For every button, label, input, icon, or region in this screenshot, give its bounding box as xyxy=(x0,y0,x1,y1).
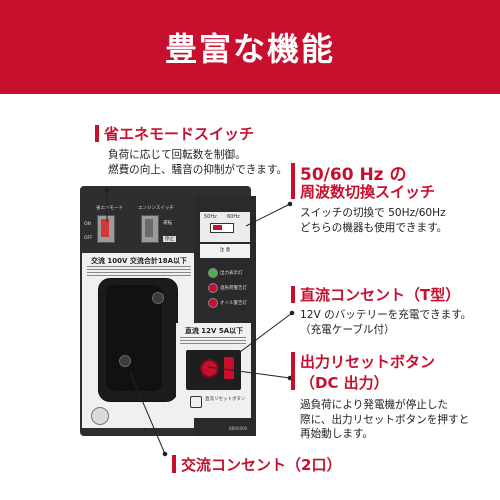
caution-plate: 注 意 xyxy=(200,244,250,258)
ac-title-bar xyxy=(172,455,176,473)
output-lamp xyxy=(208,268,218,278)
on-label: ON xyxy=(84,222,91,227)
reset-button-title-2: （DC 出力） xyxy=(300,374,389,392)
leader-ac-dot xyxy=(162,451,168,457)
reset-title-bar xyxy=(291,352,295,390)
dc-t-outlet[interactable] xyxy=(224,357,234,379)
title-banner: 豊富な機能 xyxy=(0,0,500,94)
reset-desc-line-1: 過負荷により発電機が停止した xyxy=(300,399,449,411)
freq-desc-line-1: スイッチの切換で 50Hz/60Hz xyxy=(300,207,446,219)
engine-switch[interactable] xyxy=(141,215,159,243)
leader-dc-dot xyxy=(289,310,295,316)
cover-latch-top xyxy=(152,292,164,304)
eco-switch-desc: 負荷に応じて回転数を制御。 燃費の向上、騒音の抑制ができます。 xyxy=(108,148,287,177)
reset-button-title-1: 出力リセットボタン xyxy=(300,353,436,371)
page-title: 豊富な機能 xyxy=(164,30,335,68)
eco-mode-label: 省エネモード xyxy=(96,206,123,211)
freq-switch-desc: スイッチの切換で 50Hz/60Hz どちらの機器も使用できます。 xyxy=(300,206,447,235)
ac-outlet-title: 交流コンセント（2口） xyxy=(181,456,342,474)
stop-label: 停止 xyxy=(163,236,176,242)
dc-title-bar xyxy=(291,286,295,303)
serial-number: BB00000 xyxy=(229,426,248,431)
hz50-label: 50Hz xyxy=(204,214,217,220)
ac-outlet-plate-title: 交流 100V 交流合計18A以下 xyxy=(90,257,188,265)
reset-desc-line-2: 際に、出力リセットボタンを押すと xyxy=(300,413,470,426)
ac-outlet-plate-note xyxy=(87,266,191,276)
dc-desc-line-2: （充電ケーブル付） xyxy=(300,323,395,336)
run-label: 運転 xyxy=(163,221,172,226)
oil-lamp-label: オイル警告灯 xyxy=(220,301,247,306)
dc-outlet-desc: 12V のバッテリーを充電できます。 （充電ケーブル付） xyxy=(300,308,471,337)
eco-switch-title: 省エネモードスイッチ xyxy=(104,125,255,143)
leader-freq-dot xyxy=(287,201,293,207)
dc-outlet-title: 直流コンセント（T型） xyxy=(300,286,461,304)
overload-lamp-label: 過負荷警告灯 xyxy=(220,286,247,291)
frequency-plate: 50Hz 60Hz xyxy=(200,212,250,242)
oil-lamp xyxy=(208,298,218,308)
overload-lamp xyxy=(208,283,218,293)
eco-mode-switch[interactable] xyxy=(97,215,115,243)
dc-outlet-plate-note xyxy=(180,337,246,345)
eco-desc-line-2: 燃費の向上、騒音の抑制ができます。 xyxy=(108,163,288,176)
reset-desc-line-3: 再始動します。 xyxy=(300,428,374,440)
reset-button-desc: 過負荷により発電機が停止した 際に、出力リセットボタンを押すと 再始動します。 xyxy=(300,398,469,442)
freq-title-bar xyxy=(291,163,295,199)
off-label: OFF xyxy=(84,236,93,241)
hz60-label: 60Hz xyxy=(227,214,240,220)
freq-desc-line-2: どちらの機器も使用できます。 xyxy=(300,221,448,234)
dc-desc-line-1: 12V のバッテリーを充電できます。 xyxy=(300,309,472,321)
dc-terminal-icon xyxy=(190,396,202,408)
freq-switch-title-2: 周波数切換スイッチ xyxy=(300,183,436,201)
cover-latch-bottom xyxy=(119,355,131,367)
frequency-switch[interactable] xyxy=(210,223,234,233)
freq-switch-title-1: 50/60 Hz の xyxy=(300,165,407,185)
eco-desc-line-1: 負荷に応じて回転数を制御。 xyxy=(108,149,246,161)
dc-reset-label: 直流リセットボタン xyxy=(205,397,246,402)
dc-reset-button[interactable] xyxy=(200,359,219,378)
engine-switch-label: エンジンスイッチ xyxy=(138,206,174,211)
dc-outlet-plate-title: 直流 12V 5A以下 xyxy=(184,327,244,335)
eco-title-bar xyxy=(95,125,99,142)
ground-terminal[interactable] xyxy=(91,407,109,425)
output-lamp-label: 出力表示灯 xyxy=(220,271,243,276)
